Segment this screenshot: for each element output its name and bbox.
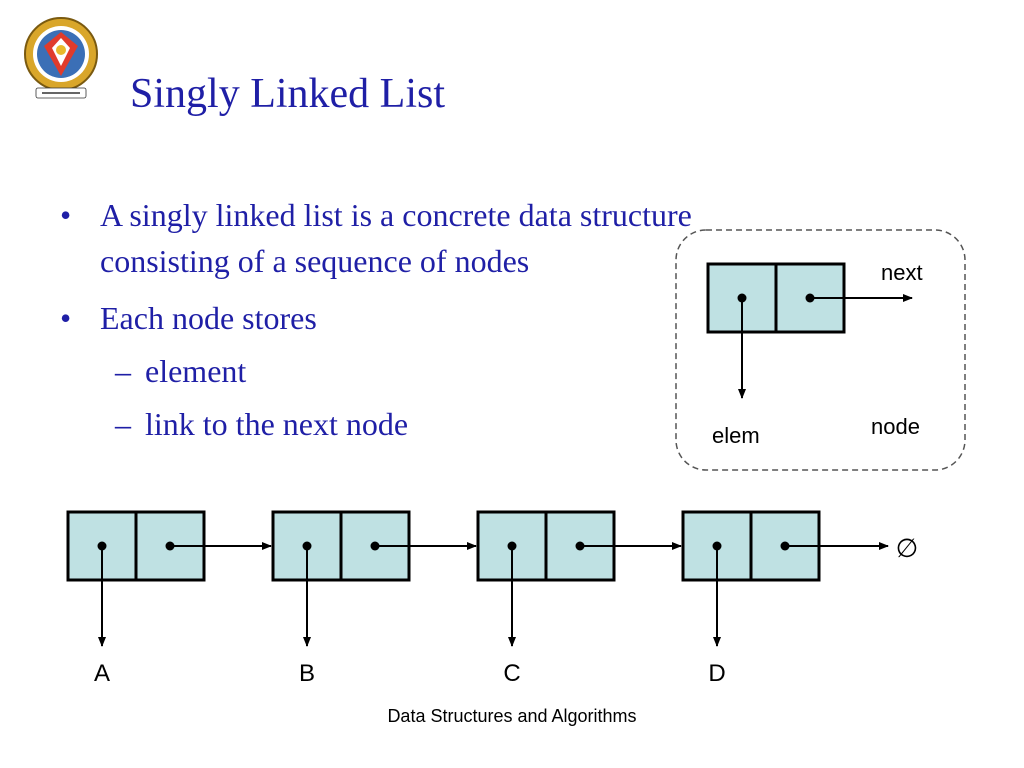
null-symbol: ∅ (896, 533, 919, 563)
bullet-text: Each node stores (100, 300, 317, 336)
list-node: B (271, 510, 477, 687)
list-node: A (66, 510, 272, 687)
node-element-label: A (94, 660, 110, 687)
next-label: next (881, 260, 923, 285)
bullet-dot-icon: • (60, 197, 72, 233)
node-label: node (871, 414, 920, 439)
list-node: D (681, 510, 889, 687)
sub-bullet-dash-icon: – (115, 353, 131, 389)
bullet-dot-icon: • (60, 300, 72, 336)
sub-bullet-text: link to the next node (145, 406, 409, 442)
slide-title: Singly Linked List (130, 71, 445, 117)
sub-bullet-dash-icon: – (115, 406, 131, 442)
bullet-text: A singly linked list is a concrete data … (100, 197, 692, 233)
list-node: C (476, 510, 682, 687)
node-chain: A B C D (66, 510, 889, 687)
node-element-label: D (708, 660, 725, 687)
institute-logo-icon (24, 17, 98, 99)
bullet-text: consisting of a sequence of nodes (100, 243, 530, 279)
sub-bullet-text: element (145, 353, 247, 389)
node-element-label: B (299, 660, 315, 687)
node-legend: next elem node (675, 229, 966, 471)
dashed-border (675, 229, 966, 471)
elem-label: elem (712, 423, 760, 448)
node-element-label: C (503, 660, 520, 687)
slide-footer: Data Structures and Algorithms (387, 706, 637, 726)
